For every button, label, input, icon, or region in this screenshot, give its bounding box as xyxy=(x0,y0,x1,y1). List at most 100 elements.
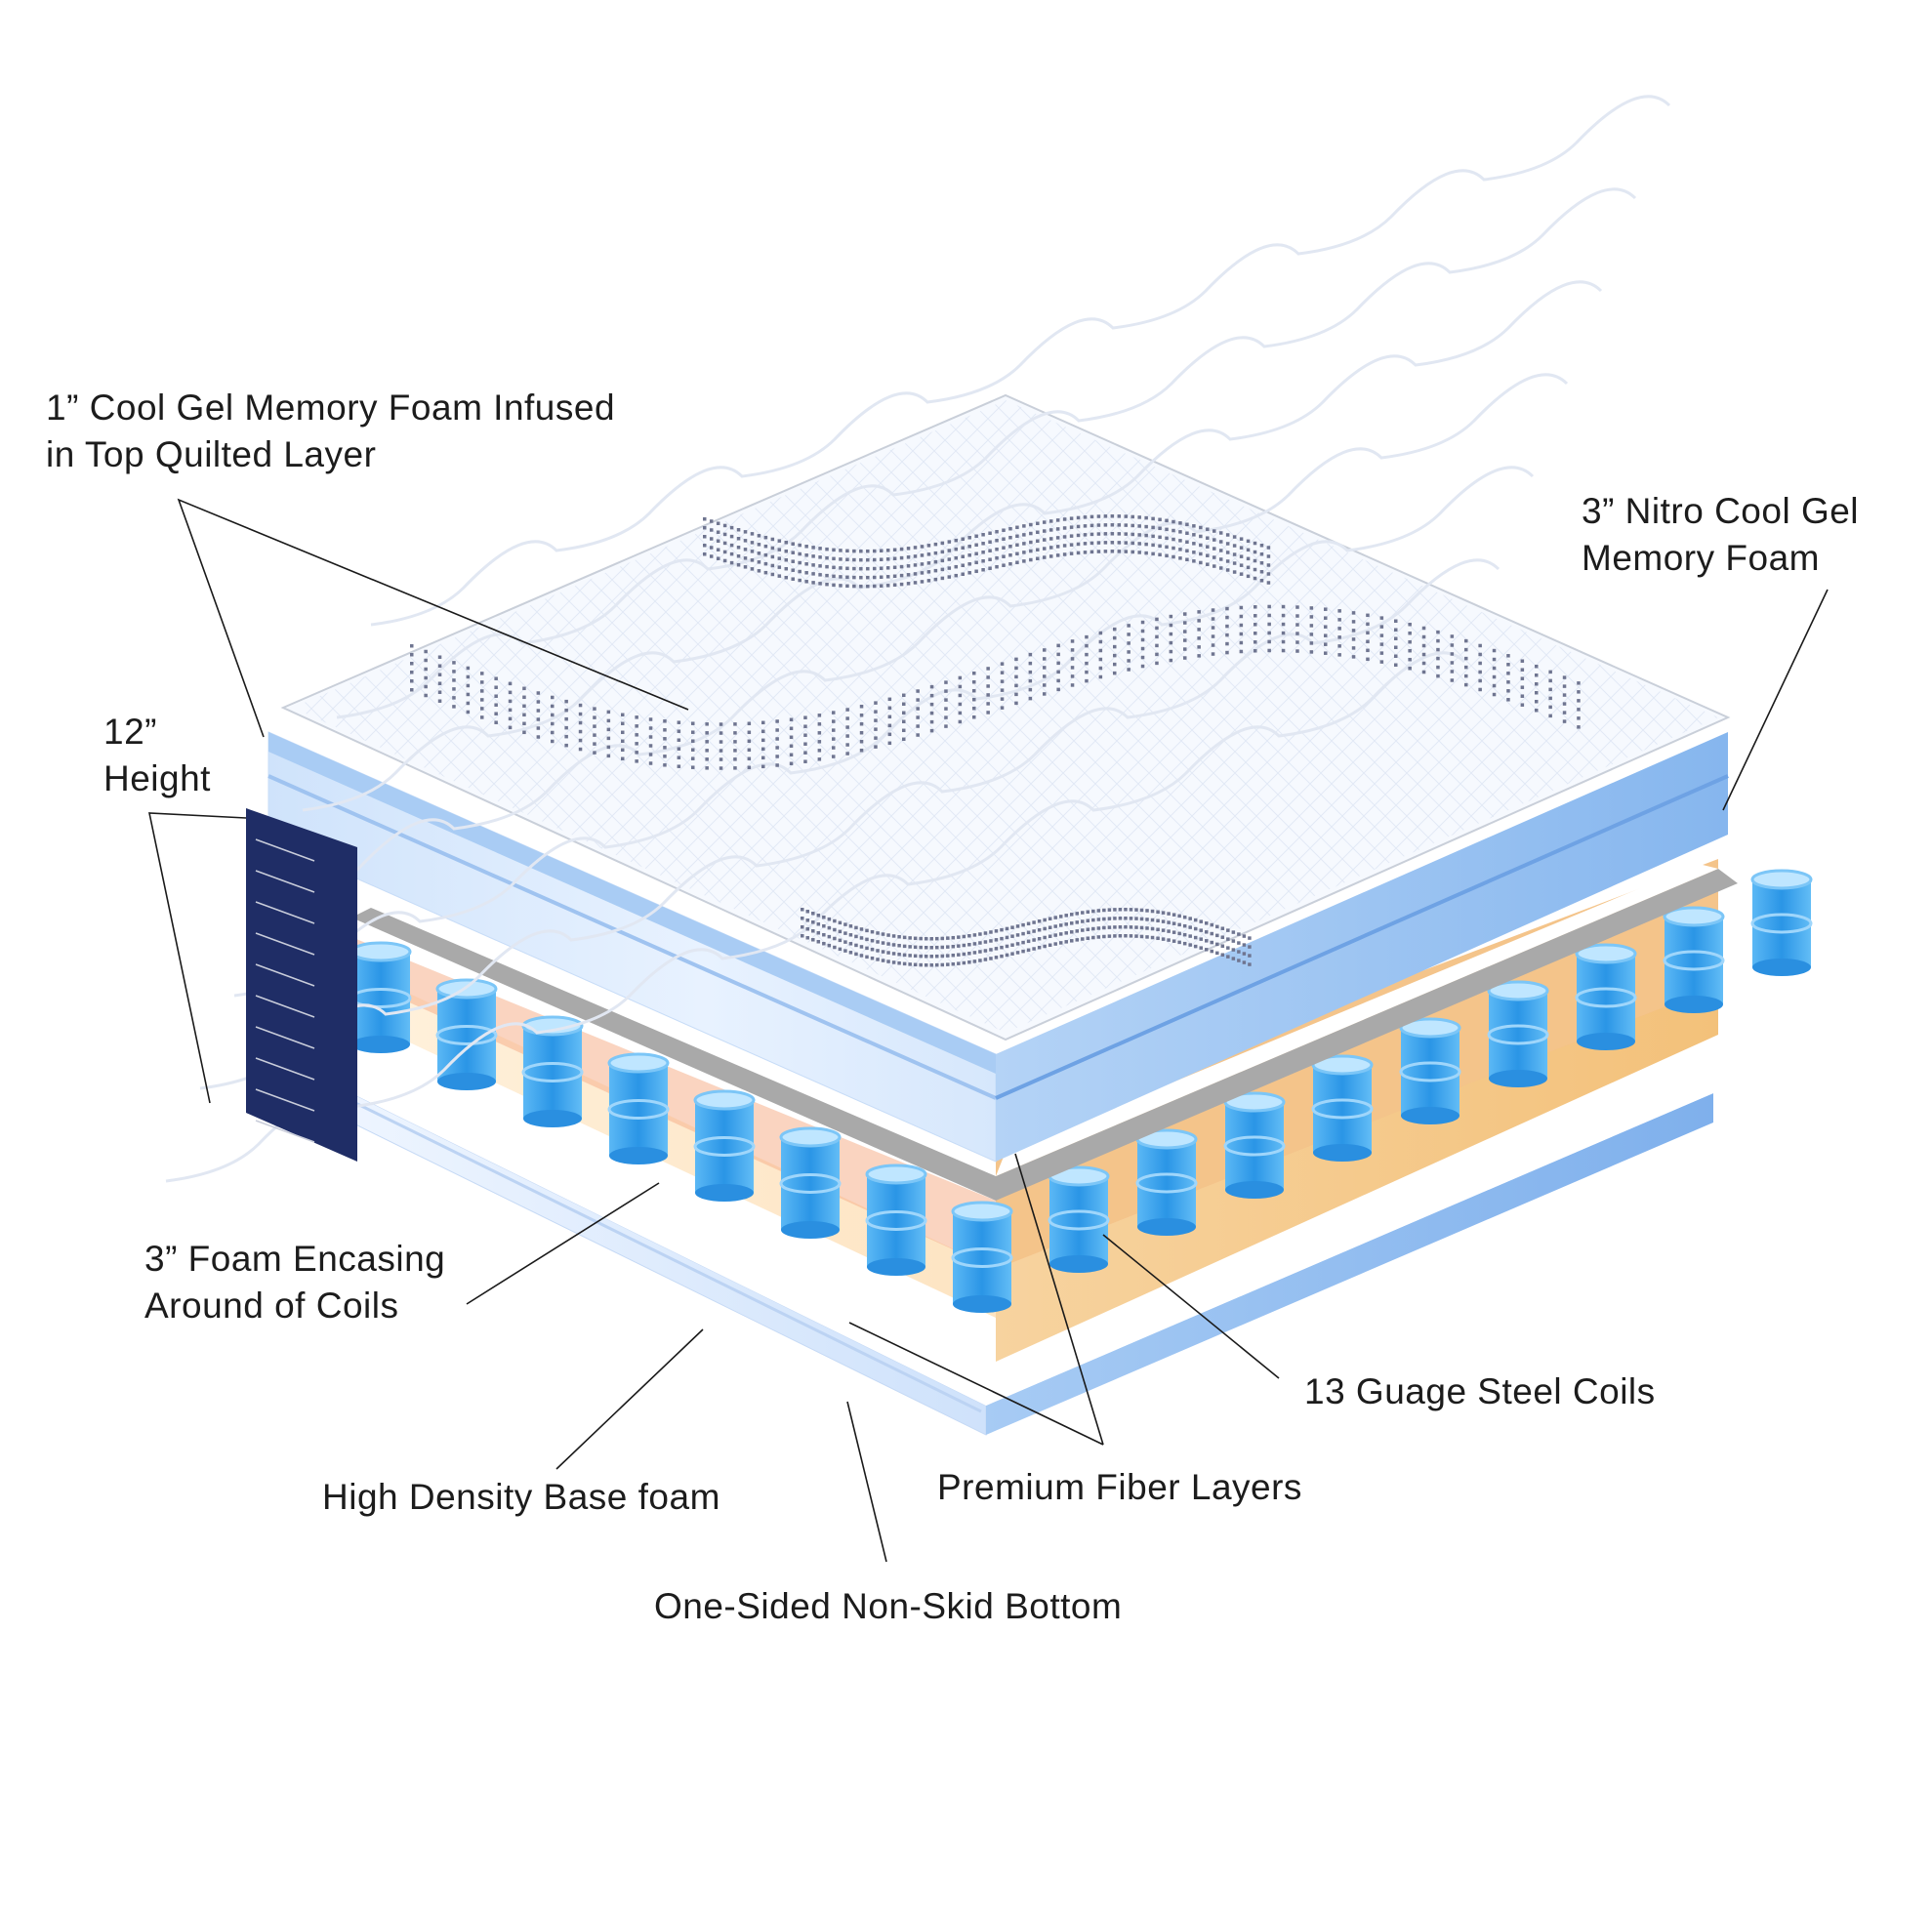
gel-dot xyxy=(822,942,826,946)
gel-dot xyxy=(1197,645,1201,649)
gel-dot xyxy=(989,957,993,960)
gel-dot xyxy=(1211,932,1214,936)
gel-dot xyxy=(564,700,568,704)
gel-dot xyxy=(1267,640,1271,644)
gel-dot xyxy=(1162,937,1166,941)
gel-dot xyxy=(1029,697,1033,701)
gel-dot xyxy=(1102,935,1106,939)
gel-dot xyxy=(1170,633,1173,636)
gel-dot xyxy=(843,922,847,926)
gel-dot xyxy=(791,577,795,581)
gel-dot xyxy=(919,946,923,950)
gel-dot xyxy=(1137,515,1141,519)
gel-dot xyxy=(1197,654,1201,658)
gel-dot xyxy=(1535,665,1539,669)
gel-dot xyxy=(914,563,918,567)
gel-dot xyxy=(761,730,765,734)
gel-dot xyxy=(1043,538,1047,542)
gel-dot xyxy=(1247,557,1251,561)
gel-dot xyxy=(1506,663,1510,667)
gel-dot xyxy=(967,960,971,964)
gel-dot xyxy=(1022,551,1026,554)
gel-dot xyxy=(703,544,707,548)
gel-dot xyxy=(874,718,878,722)
gel-dot xyxy=(839,939,843,943)
gel-dot xyxy=(1213,538,1216,542)
gel-dot xyxy=(978,941,982,945)
gel-dot xyxy=(1478,644,1482,648)
gel-dot xyxy=(852,567,856,571)
gel-dot xyxy=(791,551,795,554)
gel-dot xyxy=(828,926,832,930)
gel-dot xyxy=(1108,925,1112,929)
gel-dot xyxy=(798,544,802,548)
gel-dot xyxy=(663,746,667,750)
gel-dot xyxy=(744,565,748,569)
gel-dot xyxy=(972,689,976,693)
gel-dot xyxy=(832,549,836,552)
gel-dot xyxy=(1240,641,1244,645)
gel-dot xyxy=(1108,934,1112,938)
gel-dot xyxy=(941,963,945,967)
gel-dot xyxy=(1022,542,1026,546)
gel-dot xyxy=(986,684,990,688)
gel-dot xyxy=(1036,549,1040,552)
gel-dot xyxy=(984,940,988,944)
gel-dot xyxy=(972,707,976,711)
gel-dot xyxy=(733,757,737,761)
gel-dot xyxy=(849,951,853,955)
gel-dot xyxy=(1113,645,1117,649)
gel-dot xyxy=(967,952,971,956)
gel-dot xyxy=(852,585,856,589)
gel-dot xyxy=(1029,662,1033,666)
gel-dot xyxy=(791,559,795,563)
gel-dot xyxy=(903,962,907,966)
gel-dot xyxy=(785,541,789,545)
gel-dot xyxy=(1177,932,1181,936)
gel-dot xyxy=(860,740,864,744)
gel-dot xyxy=(916,715,920,719)
gel-dot xyxy=(1380,660,1384,664)
gel-dot xyxy=(955,556,959,560)
gel-dot xyxy=(748,757,752,761)
gel-dot xyxy=(705,757,709,761)
gel-dot xyxy=(1137,551,1141,554)
gel-dot xyxy=(1151,919,1155,922)
gel-dot xyxy=(941,542,945,546)
gel-dot xyxy=(1199,535,1203,539)
gel-dot xyxy=(859,576,863,580)
gel-dot xyxy=(1232,939,1236,943)
leader-height xyxy=(149,813,246,1103)
label-height-line2: Height xyxy=(103,755,211,802)
gel-dot xyxy=(929,937,933,941)
gel-dot xyxy=(897,935,901,939)
label-nitro-line2: Memory Foam xyxy=(1582,535,1859,582)
gel-dot xyxy=(1070,930,1074,934)
gel-dot xyxy=(860,936,864,940)
gel-dot xyxy=(1577,725,1581,729)
gel-dot xyxy=(995,539,999,543)
gel-dot xyxy=(1206,545,1210,549)
gel-dot xyxy=(1085,653,1089,657)
gel-dot xyxy=(1016,942,1020,946)
gel-dot xyxy=(892,934,896,938)
gel-dot xyxy=(1221,935,1225,939)
gel-dot xyxy=(873,550,877,553)
gel-dot xyxy=(1130,533,1134,537)
gel-dot xyxy=(1091,919,1095,922)
gel-dot xyxy=(921,553,925,557)
gel-dot xyxy=(1310,650,1314,654)
gel-dot xyxy=(635,742,638,746)
gel-dot xyxy=(1038,946,1042,950)
gel-dot xyxy=(972,672,976,675)
gel-dot xyxy=(1183,612,1187,616)
gel-dot xyxy=(1104,523,1108,527)
gel-dot xyxy=(764,553,768,557)
gel-dot xyxy=(1070,543,1074,547)
gel-dot xyxy=(663,719,667,723)
gel-dot xyxy=(1563,684,1567,688)
gel-dot xyxy=(1422,644,1426,648)
gel-dot xyxy=(818,749,822,753)
gel-dot xyxy=(1053,933,1057,937)
gel-dot xyxy=(1130,542,1134,546)
